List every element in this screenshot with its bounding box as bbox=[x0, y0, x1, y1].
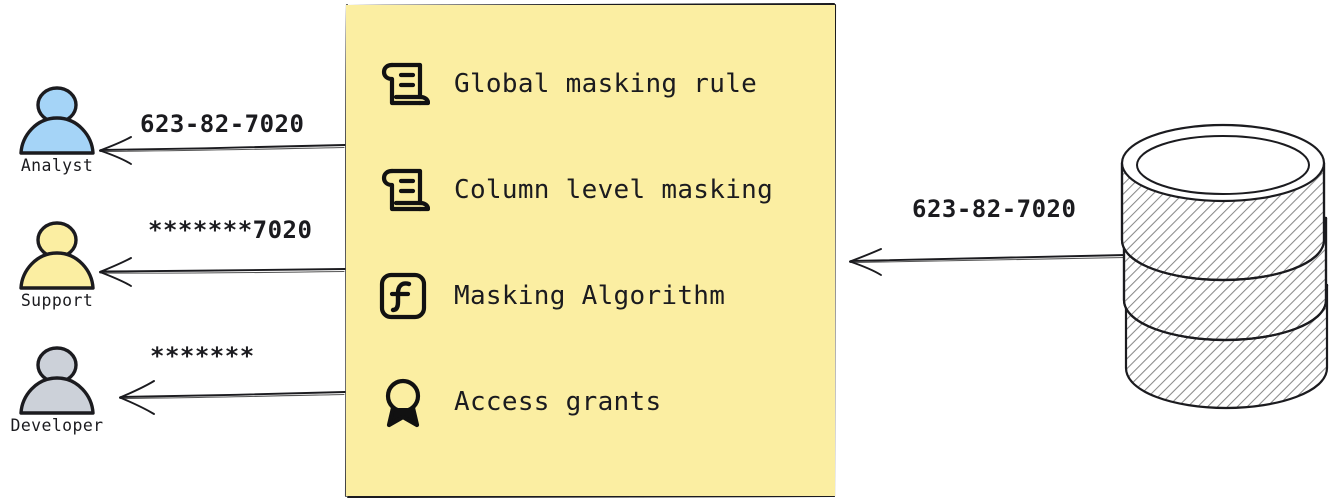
policy-item-column-level-masking[interactable]: Column level masking bbox=[376, 159, 835, 221]
policy-item-label: Access grants bbox=[454, 387, 662, 417]
policy-item-label: Global masking rule bbox=[454, 69, 758, 99]
flow-value-support: *******7020 bbox=[148, 216, 313, 244]
actor-support[interactable]: Support bbox=[2, 215, 112, 310]
flow-value-analyst: 623-82-7020 bbox=[140, 110, 305, 138]
award-icon bbox=[385, 378, 421, 428]
person-icon bbox=[19, 221, 95, 290]
actor-label: Support bbox=[20, 291, 94, 310]
policy-item-label: Column level masking bbox=[454, 175, 774, 205]
database-icon bbox=[1120, 123, 1329, 410]
scroll-icon bbox=[381, 62, 430, 106]
masking-policy-box: Global masking rule Column level masking bbox=[346, 5, 835, 496]
arrow-to-support bbox=[99, 257, 346, 287]
actor-label: Analyst bbox=[20, 156, 94, 175]
policy-item-label: Masking Algorithm bbox=[454, 281, 726, 311]
function-icon bbox=[379, 272, 427, 320]
arrow-to-policy-box bbox=[849, 248, 1127, 276]
person-icon bbox=[19, 346, 95, 415]
person-icon bbox=[19, 86, 95, 155]
policy-item-masking-algorithm[interactable]: Masking Algorithm bbox=[376, 265, 835, 327]
arrow-to-developer bbox=[119, 380, 346, 415]
flow-value-developer: ******* bbox=[150, 342, 255, 370]
actor-label: Developer bbox=[10, 416, 104, 435]
policy-item-access-grants[interactable]: Access grants bbox=[376, 371, 835, 433]
actor-analyst[interactable]: Analyst bbox=[2, 80, 112, 175]
flow-value-source: 623-82-7020 bbox=[912, 195, 1077, 223]
arrow-to-analyst bbox=[99, 136, 346, 165]
actor-developer[interactable]: Developer bbox=[2, 340, 112, 435]
scroll-icon bbox=[381, 168, 430, 212]
policy-item-list: Global masking rule Column level masking bbox=[346, 5, 835, 496]
policy-item-global-masking-rule[interactable]: Global masking rule bbox=[376, 53, 835, 115]
